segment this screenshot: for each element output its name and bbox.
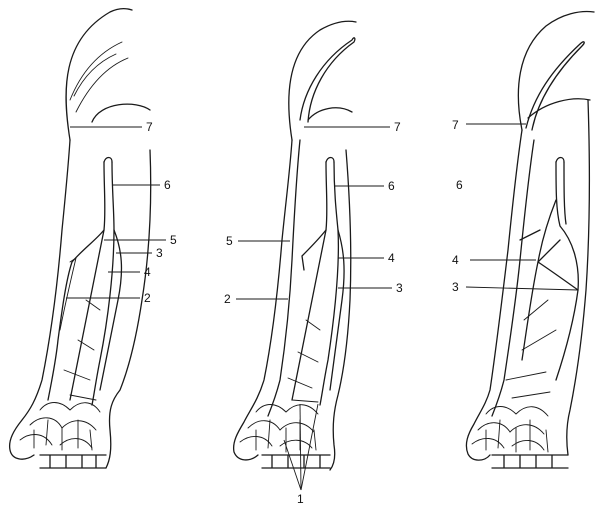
label-left-3: 3 [156, 246, 163, 260]
label-left-2: 2 [144, 291, 151, 305]
label-middle-6: 6 [388, 179, 395, 193]
label-left-7: 7 [146, 120, 153, 134]
label-middle-3: 3 [396, 281, 403, 295]
leaders-middle [236, 127, 392, 490]
arm-outline-middle [234, 21, 356, 470]
label-middle-5: 5 [226, 234, 233, 248]
label-middle-2: 2 [224, 292, 231, 306]
label-left-4: 4 [144, 265, 151, 279]
label-middle-7: 7 [394, 120, 401, 134]
label-left-6: 6 [164, 178, 171, 192]
label-middle-4: 4 [388, 251, 395, 265]
leaders-right [466, 124, 578, 290]
label-left-5: 5 [170, 233, 177, 247]
vein-network-left [20, 158, 121, 451]
leaders-left [66, 127, 166, 298]
label-right-7: 7 [452, 118, 459, 132]
vein-network-middle [240, 140, 344, 452]
arm-outline-left [10, 9, 151, 468]
label-right-4: 4 [452, 253, 459, 267]
label-right-6: 6 [456, 178, 463, 192]
vein-network-right [472, 140, 578, 452]
panel-middle: 7 6 5 4 2 3 1 [224, 21, 403, 506]
arm-outline-right [466, 12, 594, 468]
label-bottom-1: 1 [297, 492, 304, 506]
panel-left: 7 6 5 3 4 2 [10, 9, 177, 468]
label-right-3: 3 [452, 280, 459, 294]
panel-right: 7 6 4 3 [452, 12, 594, 468]
